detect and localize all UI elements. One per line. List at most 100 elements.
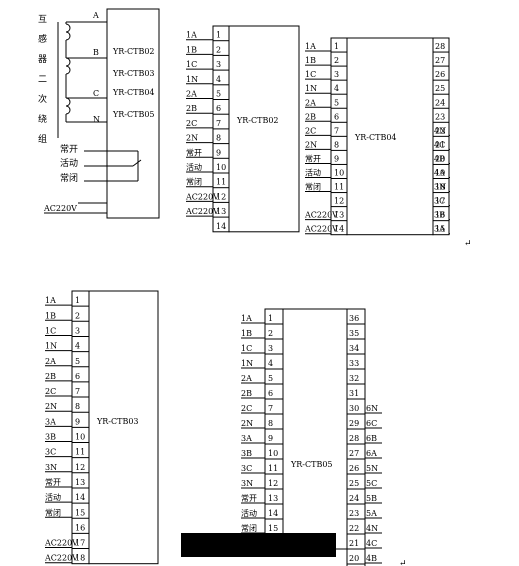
pin-number: 8: [216, 134, 221, 143]
pin-label: 2C: [305, 126, 316, 135]
control-label-com: 活动: [60, 157, 78, 169]
pin-label: 6C: [366, 419, 377, 428]
control-label-no: 常开: [60, 143, 78, 155]
pin-number: 13: [334, 211, 344, 220]
model-label: YR-CTB04: [354, 133, 397, 142]
pin-label: 4B: [434, 154, 445, 163]
pin-label: 1C: [186, 60, 197, 69]
pin-number: 27: [435, 56, 445, 65]
pin-number: 16: [435, 211, 445, 220]
pin-label: 4C: [366, 539, 377, 548]
pin-label: 6N: [366, 404, 378, 413]
pin-number: 9: [334, 154, 339, 163]
phase-label-n: N: [93, 115, 100, 124]
pin-label: 4N: [366, 524, 378, 533]
pin-label: 常闭: [241, 524, 257, 533]
pin-number: 10: [216, 163, 226, 172]
ct-label-char: 组: [38, 133, 47, 145]
pin-label: 4N: [434, 126, 446, 135]
pin-number: 27: [349, 449, 359, 458]
ct-label-char: 器: [38, 54, 47, 65]
pin-number: 22: [435, 126, 445, 135]
pin-label: 1A: [45, 296, 56, 305]
pin-number: 26: [435, 70, 445, 79]
pin-number: 9: [268, 434, 273, 443]
pin-label: 4B: [366, 554, 377, 563]
pin-label: 1B: [241, 329, 252, 338]
phase-label-b: B: [93, 48, 99, 57]
pin-number: 4: [216, 75, 221, 84]
pin-label: 1N: [45, 342, 57, 351]
pin-label: 3B: [241, 449, 252, 458]
pin-number: 3: [75, 326, 80, 335]
device-body: [282, 308, 348, 550]
ct-label-char: 二: [38, 75, 47, 85]
pin-number: 17: [75, 539, 85, 548]
pin-label: 活动: [241, 508, 257, 518]
pin-label: 活动: [186, 162, 202, 172]
power-label: AC220V: [43, 204, 77, 213]
pin-number: 5: [216, 90, 221, 99]
pin-label: AC220V: [44, 539, 78, 548]
pin-label: 2N: [45, 402, 57, 411]
pin-number: 19: [435, 169, 445, 178]
pin-number: 13: [268, 494, 278, 503]
model-label: YR-CTB05: [112, 110, 155, 119]
pin-number: 18: [435, 183, 445, 192]
pin-label: 6B: [366, 434, 377, 443]
pin-label: 3A: [45, 417, 56, 426]
pin-number: 21: [349, 539, 359, 548]
ct-label-char: 绕: [38, 113, 47, 125]
pin-number: 26: [349, 464, 359, 473]
pin-label: 1C: [305, 70, 316, 79]
schematic-device-box: [106, 8, 160, 219]
pin-number: 2: [268, 329, 273, 338]
pin-label: AC220V: [304, 211, 338, 220]
pin-label: 2C: [186, 119, 197, 128]
pin-number: 30: [349, 404, 359, 413]
pin-number: 15: [75, 508, 85, 517]
pin-number: 28: [435, 42, 445, 51]
pin-number: 25: [435, 84, 445, 93]
pin-number: 3: [268, 344, 273, 353]
pin-label: AC220V: [185, 207, 219, 216]
pin-label: 活动: [45, 492, 61, 502]
pin-label: 3N: [434, 183, 446, 192]
pin-label: 常闭: [305, 183, 321, 192]
pin-number: 31: [349, 389, 359, 398]
pin-label: 1N: [186, 75, 198, 84]
pin-number: 16: [75, 523, 85, 532]
pin-number: 12: [75, 463, 85, 472]
pin-label: 2A: [241, 374, 252, 383]
pin-number: 14: [334, 225, 344, 234]
pin-number: 6: [75, 372, 80, 381]
pin-number: 36: [349, 314, 359, 323]
redaction-bar: [181, 533, 336, 557]
pin-number: 20: [349, 554, 359, 563]
pin-label: 2N: [305, 140, 317, 149]
pin-number: 9: [216, 148, 221, 157]
phase-label-c: C: [93, 89, 99, 98]
control-label-nc: 常闭: [60, 172, 78, 184]
pin-label: 2A: [45, 357, 56, 366]
pin-number: 3: [334, 70, 339, 79]
pin-label: 3B: [45, 433, 56, 442]
ct-label-char: 互: [38, 14, 47, 25]
pin-number: 5: [268, 374, 273, 383]
pin-label: 3B: [434, 211, 445, 220]
pin-label: 1N: [305, 84, 317, 93]
model-label: YR-CTB02: [236, 116, 279, 125]
pin-number: 3: [216, 60, 221, 69]
pin-label: 常开: [305, 154, 321, 163]
pin-number: 7: [216, 119, 221, 128]
model-label: YR-CTB02: [112, 47, 155, 56]
pin-number: 21: [435, 140, 445, 149]
pin-number: 9: [75, 417, 80, 426]
pin-number: 28: [349, 434, 359, 443]
pin-label: 1N: [241, 359, 253, 368]
terminal-blocks: YR-CTB0211A21B31C41N52A62B72C82N9常开10活动1…: [44, 25, 450, 566]
pin-number: 17: [435, 197, 445, 206]
pin-label: 2C: [241, 404, 252, 413]
pin-label: 3C: [45, 448, 56, 457]
pin-label: 3A: [434, 225, 445, 234]
